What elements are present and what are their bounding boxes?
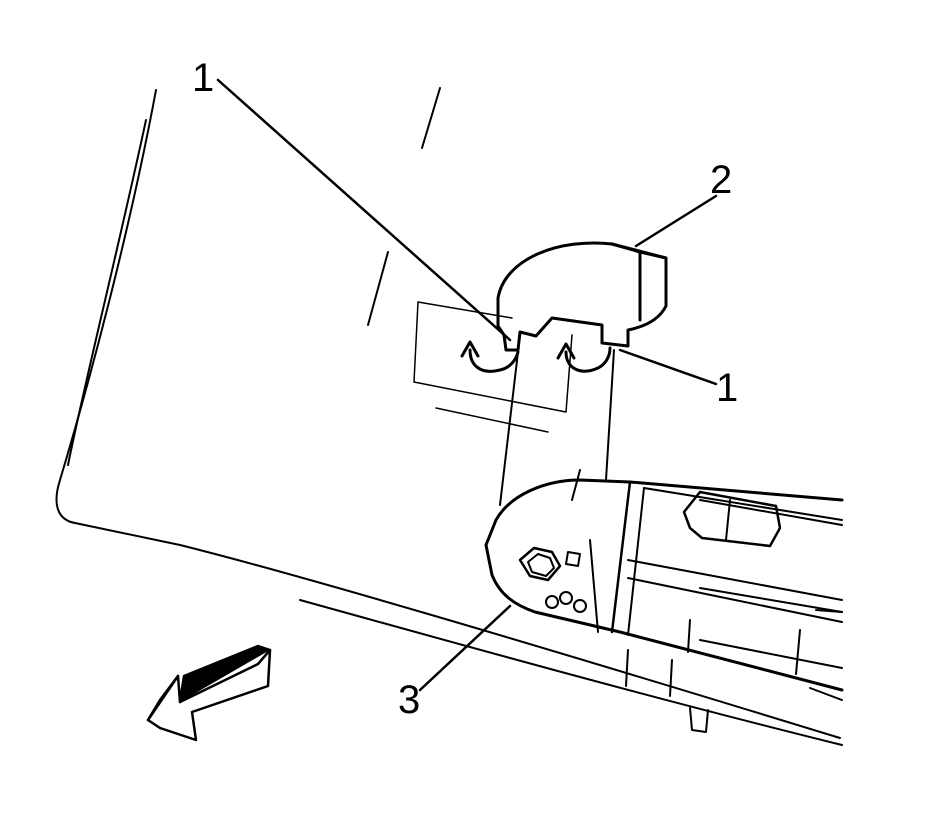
callout-1-top: 1: [192, 56, 215, 100]
front-direction-arrow-icon: [146, 644, 272, 742]
callout-2: 2: [710, 158, 733, 202]
leader-lines: [216, 78, 718, 692]
location-outline: [413, 301, 573, 433]
leader-2: [634, 194, 718, 248]
alignment-lines: [499, 349, 615, 506]
rotation-arrow-left-icon: [460, 340, 520, 373]
clip-cover: [496, 241, 668, 352]
housing-assembly: [484, 469, 844, 733]
leader-1-top: [216, 78, 512, 342]
callout-1-right: 1: [716, 366, 739, 410]
leader-3: [418, 604, 512, 692]
callout-3: 3: [398, 678, 421, 722]
rotation-arrow-right-icon: [556, 342, 612, 373]
leader-1-right: [618, 348, 718, 386]
panel-outline: [55, 87, 843, 746]
